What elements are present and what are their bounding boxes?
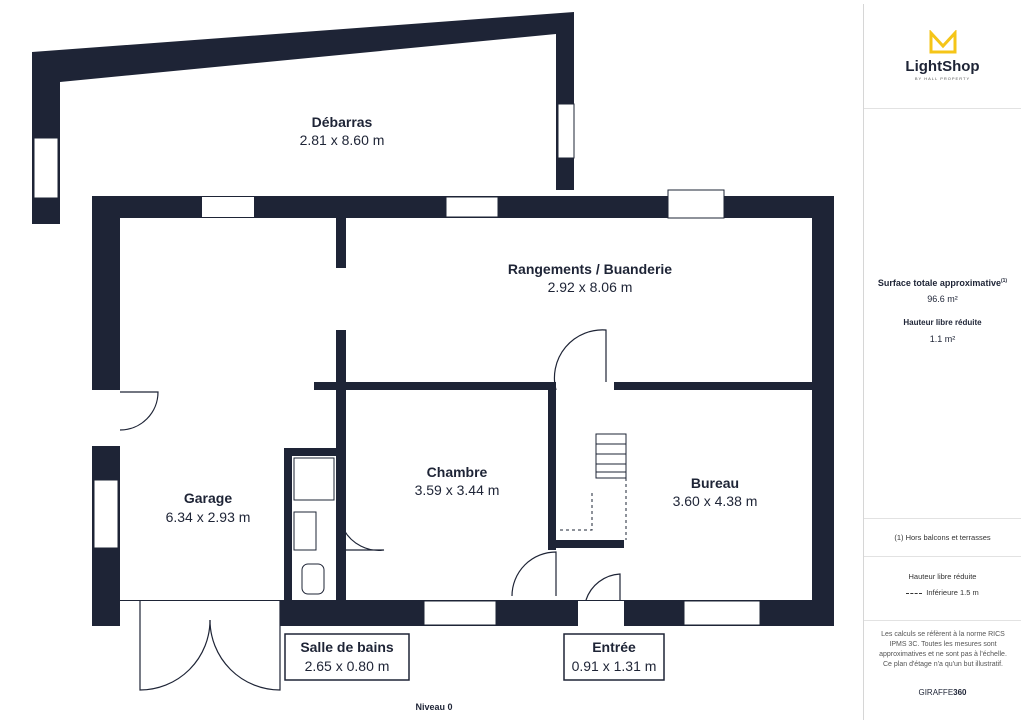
logo-name: LightShop bbox=[905, 58, 980, 75]
svg-text:Salle de bains: Salle de bains bbox=[300, 639, 394, 655]
logo-subtitle: BY HALL PROPERTY bbox=[914, 76, 971, 81]
surface-label: Surface totale approximative(1) bbox=[877, 278, 1008, 288]
svg-text:0.91 x 1.31 m: 0.91 x 1.31 m bbox=[572, 658, 657, 674]
svg-text:2.92 x 8.06 m: 2.92 x 8.06 m bbox=[548, 279, 633, 295]
walls bbox=[32, 12, 834, 626]
room-garage: Garage 6.34 x 2.93 m bbox=[166, 490, 251, 525]
dashed-line-icon bbox=[906, 592, 923, 594]
room-debarras: Débarras 2.81 x 8.60 m bbox=[300, 114, 385, 148]
info-sidebar: LightShop BY HALL PROPERTY Surface total… bbox=[863, 4, 1021, 720]
svg-text:Bureau: Bureau bbox=[691, 475, 739, 491]
doors bbox=[119, 329, 621, 691]
crown-logo-icon bbox=[929, 30, 957, 54]
footnote-section: (1) Hors balcons et terrasses bbox=[864, 518, 1021, 557]
svg-text:2.81 x 8.60 m: 2.81 x 8.60 m bbox=[300, 132, 385, 148]
surface-section: Surface totale approximative(1) 96.6 m² … bbox=[864, 108, 1021, 519]
room-bureau: Bureau 3.60 x 4.38 m bbox=[673, 475, 758, 509]
svg-text:Rangements / Buanderie: Rangements / Buanderie bbox=[508, 261, 672, 277]
floor-plan: Débarras 2.81 x 8.60 m Rangements / Buan… bbox=[32, 12, 834, 712]
level-label: Niveau 0 bbox=[415, 702, 452, 712]
disclaimer: Les calculs se réfèrent à la norme RICS … bbox=[879, 631, 1007, 668]
legend-title: Hauteur libre réduite bbox=[908, 572, 977, 581]
staircase bbox=[560, 433, 627, 540]
svg-text:2.65 x 0.80 m: 2.65 x 0.80 m bbox=[305, 658, 390, 674]
room-salle-de-bains: Salle de bains 2.65 x 0.80 m bbox=[284, 633, 410, 681]
bathroom-fixtures bbox=[293, 457, 335, 595]
disclaimer-section: Les calculs se réfèrent à la norme RICS … bbox=[864, 620, 1021, 720]
legend-section: Hauteur libre réduite Inférieure 1.5 m bbox=[864, 556, 1021, 621]
footnote: (1) Hors balcons et terrasses bbox=[894, 533, 991, 542]
room-rangements: Rangements / Buanderie 2.92 x 8.06 m bbox=[508, 261, 672, 295]
svg-text:Garage: Garage bbox=[184, 490, 232, 506]
room-entree: Entrée 0.91 x 1.31 m bbox=[563, 633, 665, 681]
hauteur-value: 1.1 m² bbox=[929, 334, 956, 344]
room-chambre: Chambre 3.59 x 3.44 m bbox=[415, 464, 500, 498]
brand-logo: GIRAFFE360 bbox=[918, 688, 967, 697]
svg-text:6.34 x 2.93 m: 6.34 x 2.93 m bbox=[166, 509, 251, 525]
windows bbox=[33, 103, 761, 626]
svg-text:3.60 x 4.38 m: 3.60 x 4.38 m bbox=[673, 493, 758, 509]
svg-text:Débarras: Débarras bbox=[312, 114, 373, 130]
hauteur-label: Hauteur libre réduite bbox=[903, 318, 982, 327]
logo-section: LightShop BY HALL PROPERTY bbox=[864, 4, 1021, 109]
surface-value: 96.6 m² bbox=[927, 294, 958, 304]
svg-text:Entrée: Entrée bbox=[592, 639, 636, 655]
svg-text:Chambre: Chambre bbox=[427, 464, 488, 480]
legend-item: Inférieure 1.5 m bbox=[864, 588, 1021, 597]
svg-text:3.59 x 3.44 m: 3.59 x 3.44 m bbox=[415, 482, 500, 498]
